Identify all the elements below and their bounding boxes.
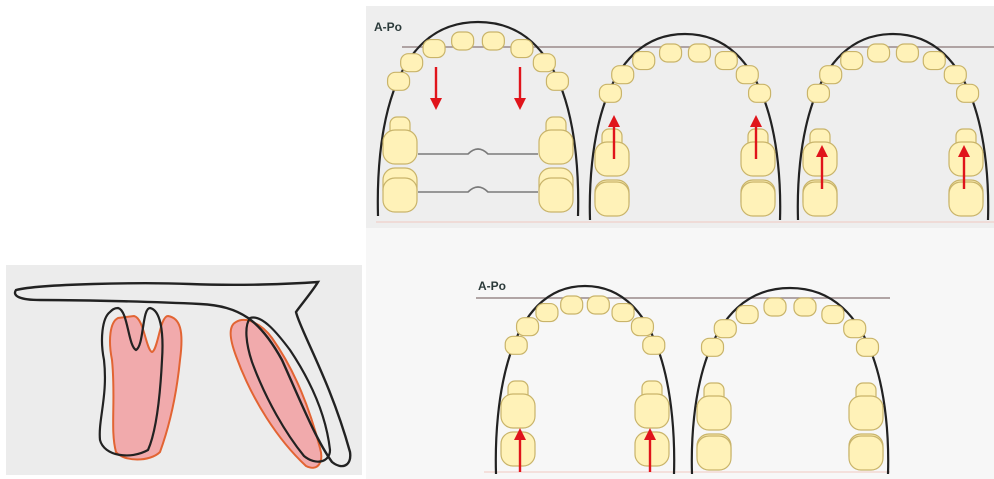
tooth — [749, 84, 771, 102]
tooth — [741, 182, 775, 216]
tooth — [764, 298, 786, 316]
tooth — [612, 304, 634, 322]
tooth — [536, 304, 558, 322]
tooth — [452, 32, 474, 50]
tooth — [868, 44, 890, 62]
tooth — [714, 320, 736, 338]
tooth — [599, 84, 621, 102]
tooth — [949, 142, 983, 176]
tooth — [715, 52, 737, 70]
tooth — [807, 84, 829, 102]
bottom-panel — [366, 228, 994, 479]
tooth — [820, 66, 842, 84]
tooth — [736, 66, 758, 84]
apo-label-bottom: A-Po — [478, 279, 506, 293]
tooth — [736, 306, 758, 324]
tooth — [546, 72, 568, 90]
tooth — [517, 318, 539, 336]
tooth — [401, 54, 423, 72]
tooth — [423, 40, 445, 58]
tooth — [923, 52, 945, 70]
tooth — [539, 178, 573, 212]
tooth — [633, 52, 655, 70]
tooth — [702, 338, 724, 356]
tooth — [688, 44, 710, 62]
tooth — [482, 32, 504, 50]
tooth — [697, 436, 731, 470]
tooth — [561, 296, 583, 314]
tooth — [803, 182, 837, 216]
tooth — [841, 52, 863, 70]
apo-label-top: A-Po — [374, 20, 402, 34]
tooth — [849, 396, 883, 430]
tooth — [822, 306, 844, 324]
tooth — [844, 320, 866, 338]
tooth — [741, 142, 775, 176]
tooth — [896, 44, 918, 62]
tooth — [511, 40, 533, 58]
tooth — [612, 66, 634, 84]
tooth — [595, 142, 629, 176]
tooth — [501, 394, 535, 428]
tooth — [388, 72, 410, 90]
tooth — [635, 432, 669, 466]
tooth — [595, 182, 629, 216]
tooth — [533, 54, 555, 72]
tooth — [856, 338, 878, 356]
tooth — [383, 178, 417, 212]
tooth — [539, 130, 573, 164]
tooth — [383, 130, 417, 164]
tooth — [949, 182, 983, 216]
tooth — [635, 394, 669, 428]
tooth — [587, 296, 609, 314]
tooth — [697, 396, 731, 430]
tooth — [643, 336, 665, 354]
tooth — [794, 298, 816, 316]
tooth — [501, 432, 535, 466]
tooth — [505, 336, 527, 354]
tooth — [944, 66, 966, 84]
tooth — [957, 84, 979, 102]
tooth — [849, 436, 883, 470]
tooth — [803, 142, 837, 176]
tooth — [660, 44, 682, 62]
tooth — [631, 318, 653, 336]
